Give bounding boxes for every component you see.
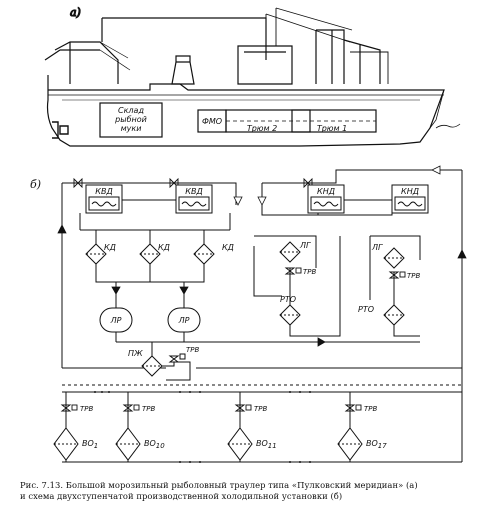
trv-label-lg-2: ТРВ (407, 272, 420, 280)
kd-condensers (85, 243, 215, 265)
evap-label-2: ВО10 (144, 439, 165, 450)
evap-trv-valves (60, 404, 362, 412)
trawler-drawing: a) (44, 5, 461, 147)
store-label-2: рыбной (114, 115, 147, 124)
kvd-compressors (85, 184, 213, 214)
trv-valve-icon (168, 355, 180, 363)
fmo-label: ФМО (202, 117, 222, 126)
bridge-superstructure (237, 45, 293, 85)
water-line (435, 123, 461, 129)
store-label-3: муки (121, 124, 142, 133)
store-fishmeal-box (99, 102, 163, 138)
valve-icon (303, 177, 313, 189)
knd-label-1: КНД (317, 187, 335, 196)
knd-label-2: КНД (401, 187, 419, 196)
trv-valve-icon (122, 404, 134, 412)
caption-line-1: Рис. 7.13. Большой морозильный рыболовны… (20, 480, 418, 490)
hold-2-label: Трюм 2 (247, 124, 277, 133)
knd-compressors (307, 184, 429, 214)
panel-b-label: б) (30, 178, 41, 191)
rto-label-2: РТО (358, 305, 374, 314)
forward-mast (265, 7, 353, 46)
trv-label-lg-1: ТРВ (303, 268, 316, 276)
bow-crane (350, 51, 389, 84)
trv-sensor-icon (295, 267, 302, 274)
lg-label-1: ЛГ (299, 241, 311, 250)
trv-sensor-icon (133, 404, 140, 411)
hold-1-label: Трюм 1 (317, 124, 347, 133)
rto-label-1: РТО (280, 295, 296, 304)
store-label-1: Склад (118, 106, 144, 115)
trv-sensor-icon (245, 404, 252, 411)
pzh-label: ПЖ (128, 349, 143, 358)
trv-valve-icon (284, 267, 296, 275)
valve-icon (73, 177, 83, 189)
trv-label-evap-2: ТРВ (142, 405, 155, 413)
kd-label-3: КД (222, 243, 234, 252)
evap-label-1: ВО1 (82, 439, 98, 450)
trv-label-evap-3: ТРВ (254, 405, 267, 413)
hull-outline (46, 75, 445, 147)
kd-label-1: КД (104, 243, 116, 252)
forward-cranes (315, 29, 381, 84)
evaporators (53, 427, 363, 461)
panel-a-label: a) (70, 6, 81, 19)
rto-exchangers (279, 304, 405, 326)
lg-separators (279, 241, 405, 269)
lr-label-1: ЛР (110, 316, 122, 325)
trv-valve-icon (388, 271, 400, 279)
lr-label-2: ЛР (178, 316, 190, 325)
trv-sensor-icon (71, 404, 78, 411)
lr-receivers (99, 307, 201, 333)
kvd-label-1: КВД (95, 187, 112, 196)
caption-line-2: и схема двухступенчатой производственной… (20, 491, 343, 501)
receiver-capsule (99, 307, 133, 333)
trv-label-pzh: ТРВ (186, 346, 199, 354)
figure-caption: Рис. 7.13. Большой морозильный рыболовны… (20, 480, 485, 502)
trv-valve-icon (234, 404, 246, 412)
valve-icon (169, 177, 179, 189)
funnel (171, 55, 195, 85)
stern-gantry (44, 41, 119, 84)
pzh-vessel (141, 353, 191, 381)
kd-label-2: КД (158, 243, 170, 252)
trv-sensor-icon (355, 404, 362, 411)
trv-valves-upper (284, 267, 406, 279)
main-mast (101, 17, 267, 60)
flow-arrows (57, 165, 467, 347)
trv-sensor-icon (179, 353, 186, 360)
bow-step (429, 89, 445, 129)
propeller (52, 121, 69, 139)
receiver-capsule (167, 307, 201, 333)
evap-label-4: ВО17 (366, 439, 387, 450)
trv-valve-icon (60, 404, 72, 412)
stern-gantry-rigging (99, 41, 131, 71)
trv-sensor-icon (399, 271, 406, 278)
valve-group (73, 177, 313, 189)
evap-dotted-gaps (94, 391, 311, 463)
trv-label-evap-1: ТРВ (80, 405, 93, 413)
trv-valve-icon (344, 404, 356, 412)
lg-label-2: ЛГ (371, 243, 383, 252)
trv-label-evap-4: ТРВ (364, 405, 377, 413)
evap-label-3: ВО11 (256, 439, 277, 450)
kvd-label-2: КВД (185, 187, 202, 196)
